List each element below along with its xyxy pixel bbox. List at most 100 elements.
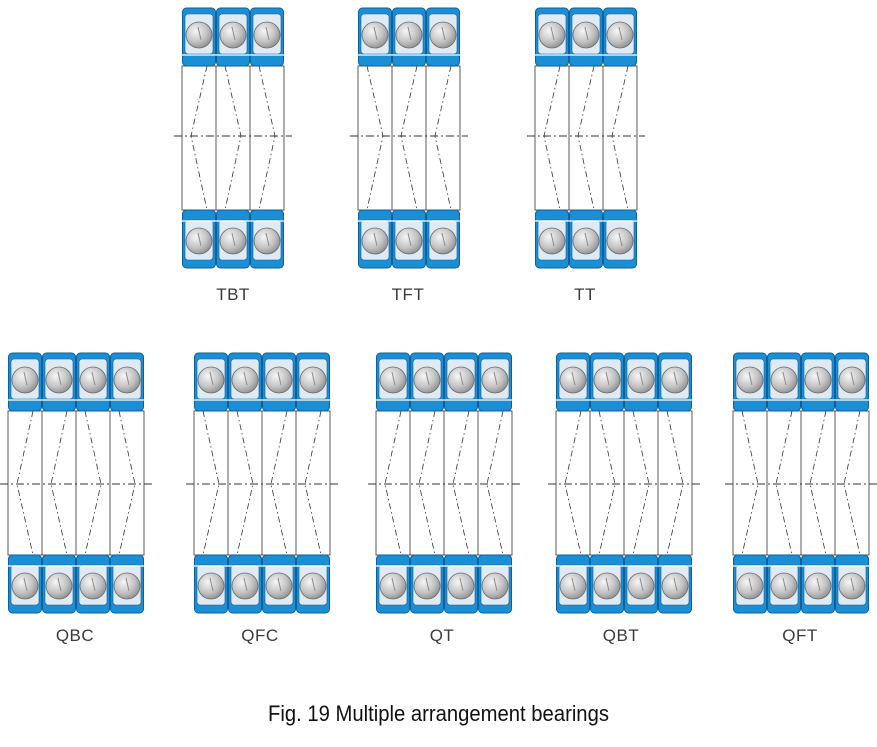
ball (804, 572, 832, 600)
contact-angle-line (632, 410, 650, 556)
contact-angle-line (666, 410, 684, 556)
ball (481, 572, 509, 600)
outer-ring-bottom (194, 554, 330, 614)
ball (379, 572, 407, 600)
ball (395, 227, 423, 255)
ball (538, 227, 566, 255)
contact-angle-line (270, 410, 288, 556)
ball (45, 572, 73, 600)
ball (219, 21, 247, 49)
ball (379, 366, 407, 394)
contact-angle-line (577, 65, 595, 211)
ball (736, 366, 764, 394)
bearing-set-qft (725, 352, 877, 614)
outer-ring-bottom (358, 209, 460, 269)
contact-angle-line (418, 410, 436, 556)
outer-ring-top (182, 7, 284, 67)
outer-ring-top (194, 352, 330, 412)
contact-angle-line (236, 410, 254, 556)
contact-angle-line (50, 410, 68, 556)
ball (770, 572, 798, 600)
ball (219, 227, 247, 255)
ball (838, 572, 866, 600)
label-qfc: QFC (241, 626, 279, 645)
ball (627, 366, 655, 394)
outer-ring-bottom (182, 209, 284, 269)
contact-angle-line (843, 410, 861, 556)
ball (265, 366, 293, 394)
ball (661, 366, 689, 394)
label-tt: TT (574, 285, 596, 304)
bearing-set-tbt (174, 7, 292, 269)
outer-ring-bottom (8, 554, 144, 614)
outer-ring-bottom (556, 554, 692, 614)
ball (447, 366, 475, 394)
ball (572, 227, 600, 255)
bearing-set-qbt (548, 352, 700, 614)
outer-ring-top (556, 352, 692, 412)
ball (79, 366, 107, 394)
ball (185, 21, 213, 49)
ball (429, 227, 457, 255)
contact-angle-line (366, 65, 384, 211)
label-qt: QT (429, 626, 455, 645)
ball (361, 21, 389, 49)
ball (253, 21, 281, 49)
contact-angle-line (202, 410, 220, 556)
outer-ring-top (376, 352, 512, 412)
ball (395, 21, 423, 49)
contact-angle-line (543, 65, 561, 211)
ball (606, 227, 634, 255)
bearing-set-tft (350, 7, 468, 269)
contact-angle-line (84, 410, 102, 556)
contact-angle-line (434, 65, 452, 211)
ball (197, 572, 225, 600)
contact-angle-line (224, 65, 242, 211)
ball (299, 366, 327, 394)
ball (413, 572, 441, 600)
contact-angle-line (564, 410, 582, 556)
label-qbt: QBT (602, 626, 640, 645)
ball (593, 366, 621, 394)
ball (559, 366, 587, 394)
ball (361, 227, 389, 255)
ball (538, 21, 566, 49)
ball (736, 572, 764, 600)
ball (593, 572, 621, 600)
label-tft: TFT (391, 285, 425, 304)
bearing-set-tt (527, 7, 645, 269)
ball (413, 366, 441, 394)
bearing-set-qbc (0, 352, 152, 614)
contact-angle-line (598, 410, 616, 556)
ball (113, 572, 141, 600)
bearing-set-qt (368, 352, 520, 614)
ball (627, 572, 655, 600)
bearing-set-qfc (186, 352, 338, 614)
outer-ring-top (535, 7, 637, 67)
ball (265, 572, 293, 600)
contact-angle-line (809, 410, 827, 556)
figure-caption: Fig. 19 Multiple arrangement bearings (268, 701, 609, 726)
outer-ring-top (8, 352, 144, 412)
ball (253, 227, 281, 255)
ball (572, 21, 600, 49)
ball (231, 572, 259, 600)
outer-ring-bottom (733, 554, 869, 614)
contact-angle-line (741, 410, 759, 556)
contact-angle-line (304, 410, 322, 556)
ball (11, 366, 39, 394)
ball (559, 572, 587, 600)
ball (45, 366, 73, 394)
contact-angle-line (16, 410, 34, 556)
ball (11, 572, 39, 600)
outer-ring-bottom (535, 209, 637, 269)
outer-ring-top (733, 352, 869, 412)
label-qbc: QBC (55, 626, 95, 645)
ball (838, 366, 866, 394)
contact-angle-line (486, 410, 504, 556)
ball (197, 366, 225, 394)
ball (481, 366, 509, 394)
contact-angle-line (775, 410, 793, 556)
ball (185, 227, 213, 255)
